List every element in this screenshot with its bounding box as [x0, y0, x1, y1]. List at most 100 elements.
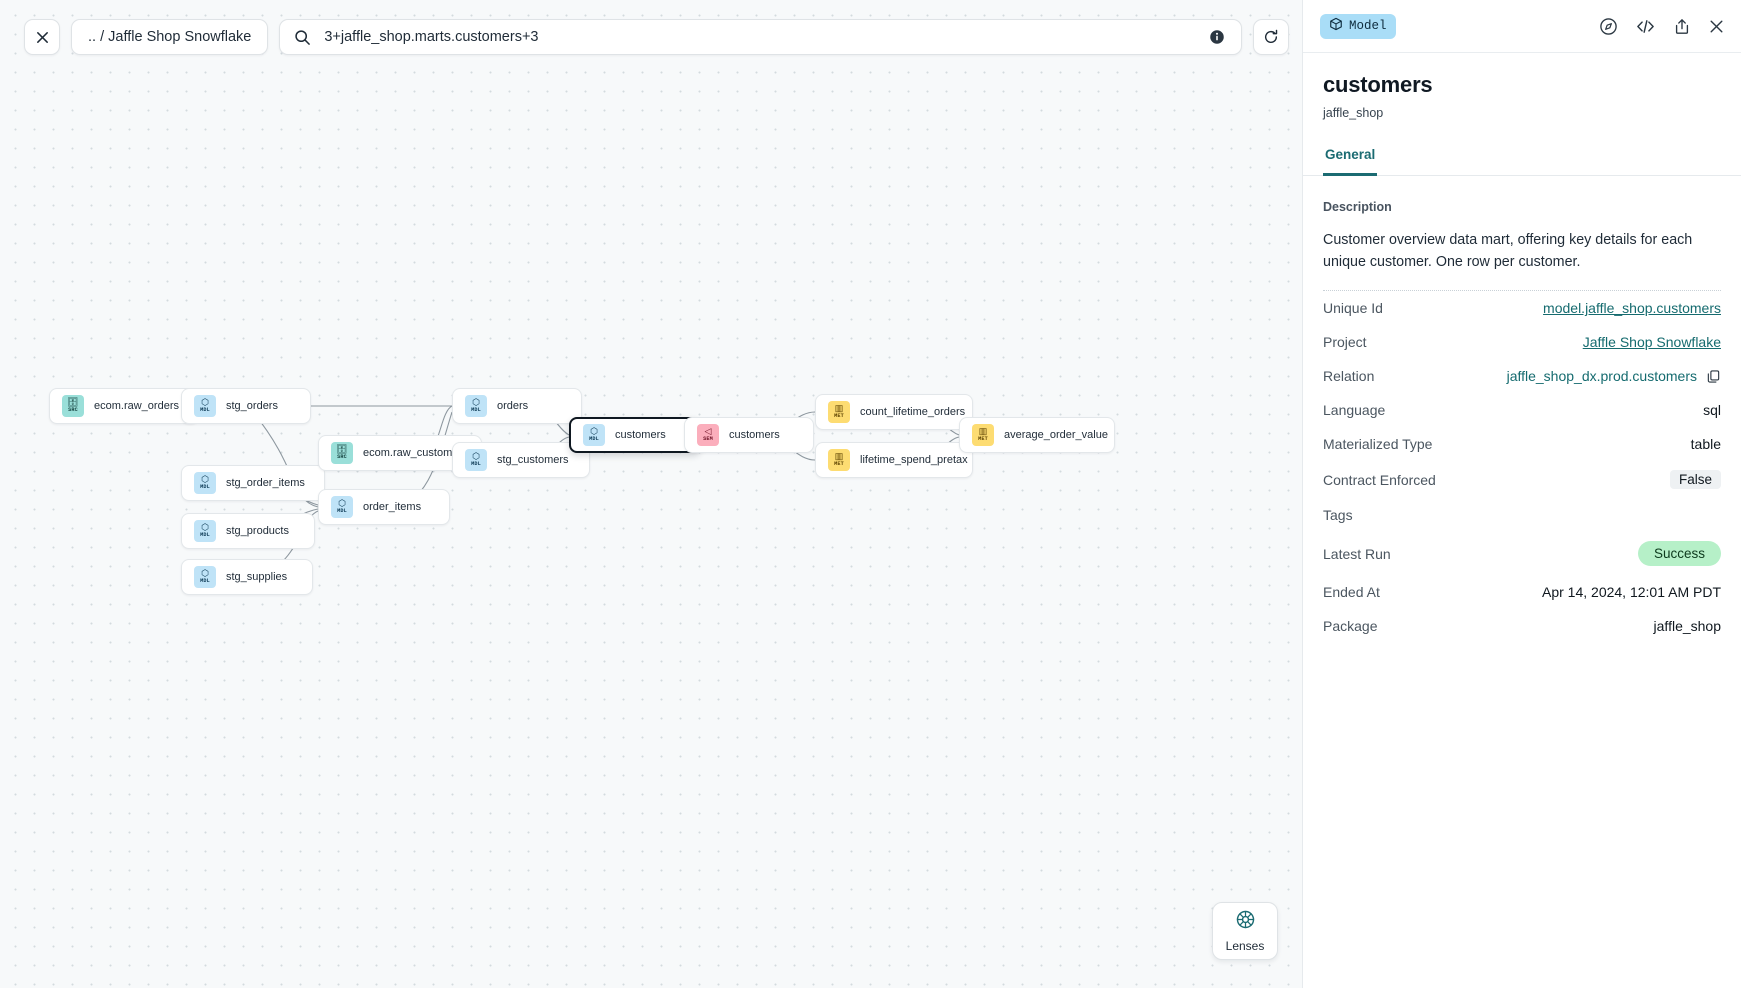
details-tabs: General [1303, 146, 1741, 176]
lineage-node-lifetime_spend_pretax[interactable]: ▥MET lifetime_spend_pretax [815, 442, 973, 478]
lineage-node-label: average_order_value [1004, 429, 1108, 441]
lineage-node-label: customers [615, 429, 666, 441]
metadata-value: jaffle_shop [1653, 618, 1721, 635]
metadata-row: Package jaffle_shop [1323, 609, 1721, 643]
lenses-button[interactable]: Lenses [1212, 902, 1278, 960]
metadata-key: Latest Run [1323, 545, 1391, 562]
lineage-node-label: stg_supplies [226, 571, 288, 583]
metadata-key: Materialized Type [1323, 436, 1433, 453]
mdl-badge-icon: ⬡MDL [465, 449, 487, 471]
page-subtitle: jaffle_shop [1323, 106, 1384, 120]
metadata-value: jaffle_shop_dx.prod.customers [1506, 368, 1697, 385]
lineage-canvas[interactable]: .. / Jaffle Shop Snowflake [0, 0, 1302, 988]
details-panel-title-block: customers jaffle_shop [1303, 53, 1741, 120]
close-icon [36, 31, 48, 43]
metadata-link[interactable]: Jaffle Shop Snowflake [1582, 334, 1721, 351]
tab-general[interactable]: General [1323, 147, 1378, 176]
canvas-toolbar: .. / Jaffle Shop Snowflake [24, 19, 1290, 55]
metadata-row: Language sql [1323, 393, 1721, 427]
lineage-node-label: customers [729, 429, 780, 441]
metadata-value-with-copy: jaffle_shop_dx.prod.customers [1507, 368, 1721, 384]
metadata-key: Contract Enforced [1323, 471, 1436, 488]
mdl-badge-icon: ⬡MDL [583, 424, 605, 446]
metadata-row: Contract Enforced False [1323, 461, 1721, 498]
search-input[interactable] [324, 29, 1202, 45]
lineage-node-ecom_raw_orders[interactable]: 🗄SRC ecom.raw_orders [49, 388, 199, 424]
metadata-row: Ended At Apr 14, 2024, 12:01 AM PDT [1323, 575, 1721, 609]
divider [1323, 290, 1721, 292]
page-title: customers [1323, 72, 1433, 97]
lineage-node-label: lifetime_spend_pretax [860, 454, 968, 466]
src-badge-icon: 🗄SRC [62, 395, 84, 417]
lineage-node-label: stg_customers [497, 454, 569, 466]
metadata-key: Relation [1323, 368, 1375, 385]
metadata-row: Project Jaffle Shop Snowflake [1323, 325, 1721, 359]
lineage-node-orders[interactable]: ⬡MDL orders [452, 388, 582, 424]
description-text: Customer overview data mart, offering ke… [1323, 232, 1693, 271]
description-label: Description [1323, 200, 1392, 214]
status-badge[interactable]: Success [1637, 541, 1721, 567]
cube-icon [1329, 17, 1343, 35]
compass-icon[interactable] [1599, 17, 1618, 36]
metadata-key: Tags [1323, 507, 1353, 524]
lens-icon [1235, 909, 1256, 935]
details-panel-body: Description Customer overview data mart,… [1303, 176, 1741, 988]
status-badge: False [1669, 470, 1721, 490]
metadata-row: Tags [1323, 498, 1721, 532]
lineage-node-stg_order_items[interactable]: ⬡MDL stg_order_items [181, 465, 325, 501]
metadata-key: Project [1323, 334, 1367, 351]
met-badge-icon: ▥MET [828, 401, 850, 423]
close-lineage-button[interactable] [24, 19, 60, 55]
lineage-node-stg_customers[interactable]: ⬡MDL stg_customers [452, 442, 590, 478]
lineage-node-stg_supplies[interactable]: ⬡MDL stg_supplies [181, 559, 313, 595]
info-icon[interactable] [1209, 29, 1227, 45]
search-icon [294, 29, 312, 46]
code-icon[interactable] [1635, 17, 1656, 36]
metadata-key: Language [1323, 402, 1386, 419]
lineage-node-label: stg_products [226, 525, 289, 537]
lineage-node-count_lifetime_orders[interactable]: ▥MET count_lifetime_orders [815, 394, 973, 430]
lineage-node-stg_products[interactable]: ⬡MDL stg_products [181, 513, 315, 549]
src-badge-icon: 🗄SRC [331, 442, 353, 464]
metadata-link[interactable]: model.jaffle_shop.customers [1543, 300, 1721, 317]
lineage-node-label: order_items [363, 501, 422, 513]
metadata-key: Package [1323, 618, 1378, 635]
lineage-node-label: stg_order_items [226, 477, 305, 489]
met-badge-icon: ▥MET [828, 449, 850, 471]
lineage-node-customers_model[interactable]: ⬡MDL customers [569, 417, 701, 453]
node-type-label: Model [1349, 19, 1387, 33]
mdl-badge-icon: ⬡MDL [194, 520, 216, 542]
mdl-badge-icon: ⬡MDL [331, 496, 353, 518]
refresh-button[interactable] [1253, 19, 1290, 55]
mdl-badge-icon: ⬡MDL [194, 566, 216, 588]
lineage-node-label: orders [497, 400, 529, 412]
metadata-value: Apr 14, 2024, 12:01 AM PDT [1542, 584, 1721, 601]
lineage-node-order_items[interactable]: ⬡MDL order_items [318, 489, 450, 525]
metadata-value: sql [1703, 402, 1721, 419]
mdl-badge-icon: ⬡MDL [194, 472, 216, 494]
breadcrumb-label: .. / Jaffle Shop Snowflake [88, 29, 252, 45]
breadcrumb-button[interactable]: .. / Jaffle Shop Snowflake [71, 19, 269, 55]
share-icon[interactable] [1673, 17, 1691, 36]
details-panel: Model [1302, 0, 1741, 988]
lineage-node-label: stg_orders [226, 400, 278, 412]
refresh-icon [1265, 29, 1278, 43]
details-panel-header: Model [1303, 0, 1741, 53]
metadata-key: Ended At [1323, 584, 1380, 601]
lineage-node-label: ecom.raw_orders [94, 400, 179, 412]
close-icon[interactable] [1708, 18, 1725, 35]
lineage-node-label: count_lifetime_orders [860, 406, 966, 418]
metadata-row: Latest Run Success [1323, 532, 1721, 575]
copy-icon[interactable] [1706, 369, 1721, 384]
mdl-badge-icon: ⬡MDL [465, 395, 487, 417]
lineage-search[interactable] [279, 19, 1243, 55]
node-type-chip[interactable]: Model [1320, 13, 1396, 39]
